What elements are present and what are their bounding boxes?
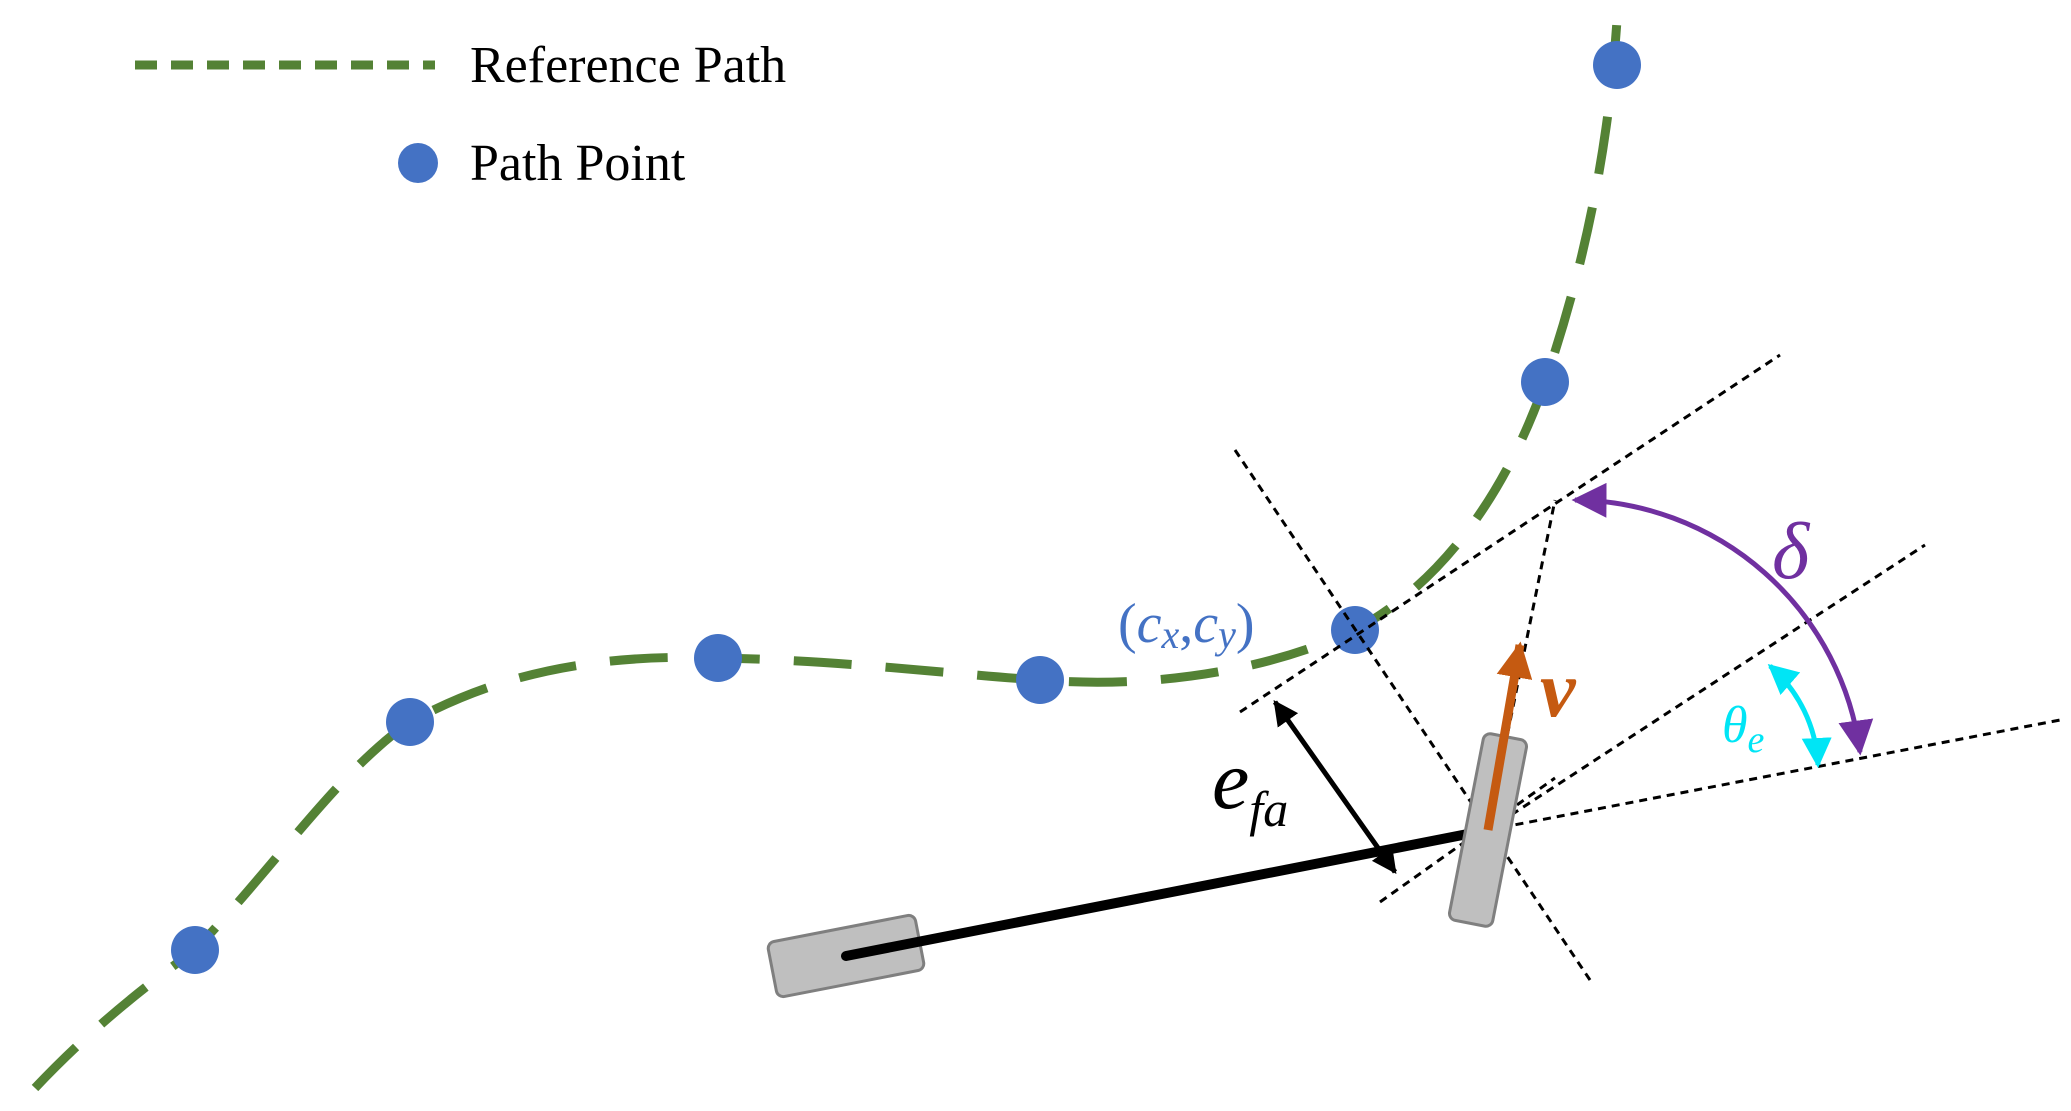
reference-path bbox=[31, 19, 1622, 1092]
path-point bbox=[386, 698, 434, 746]
vehicle bbox=[766, 641, 1533, 999]
cross-track-error-e: e bbox=[1212, 734, 1249, 827]
closest-point-cx-sub: x bbox=[1161, 612, 1180, 657]
path-point bbox=[171, 926, 219, 974]
closest-point-open-paren: ( bbox=[1118, 593, 1137, 655]
steering-angle-arc bbox=[1571, 482, 1874, 756]
heading-error-arc bbox=[1767, 664, 1832, 768]
steering-angle-label: δ bbox=[1772, 508, 1811, 596]
legend-path-point-label: Path Point bbox=[470, 135, 686, 192]
velocity-arrow bbox=[1483, 641, 1533, 831]
path-point bbox=[694, 634, 742, 682]
path-point bbox=[1016, 656, 1064, 704]
front-axle-normal-line bbox=[1233, 449, 1592, 981]
legend: Reference Path Path Point bbox=[135, 37, 786, 192]
velocity-label: v bbox=[1540, 646, 1577, 734]
closest-point-comma: , bbox=[1179, 593, 1193, 655]
construction-lines bbox=[1233, 353, 2061, 981]
path-tangent-line bbox=[1239, 353, 1781, 714]
legend-point-swatch bbox=[398, 143, 438, 183]
closest-point-close-paren: ) bbox=[1236, 593, 1255, 655]
heading-error-sub: e bbox=[1748, 719, 1765, 761]
legend-reference-path-label: Reference Path bbox=[470, 37, 786, 94]
closest-point-cx: c bbox=[1137, 593, 1162, 655]
closest-point-cy-sub: y bbox=[1214, 612, 1236, 657]
heading-error-theta: θ bbox=[1722, 697, 1748, 754]
error-offset-line bbox=[1379, 776, 1556, 904]
path-points bbox=[171, 41, 1641, 974]
cross-track-error-label: efa bbox=[1212, 734, 1288, 837]
path-point bbox=[1593, 41, 1641, 89]
cross-track-error-arrow bbox=[1272, 699, 1398, 875]
cross-track-error-sub: fa bbox=[1249, 781, 1288, 837]
heading-error-label: θe bbox=[1722, 697, 1765, 761]
path-point bbox=[1521, 358, 1569, 406]
closest-point-label: (cx,cy) bbox=[1118, 593, 1255, 657]
closest-point-cy: c bbox=[1193, 593, 1218, 655]
